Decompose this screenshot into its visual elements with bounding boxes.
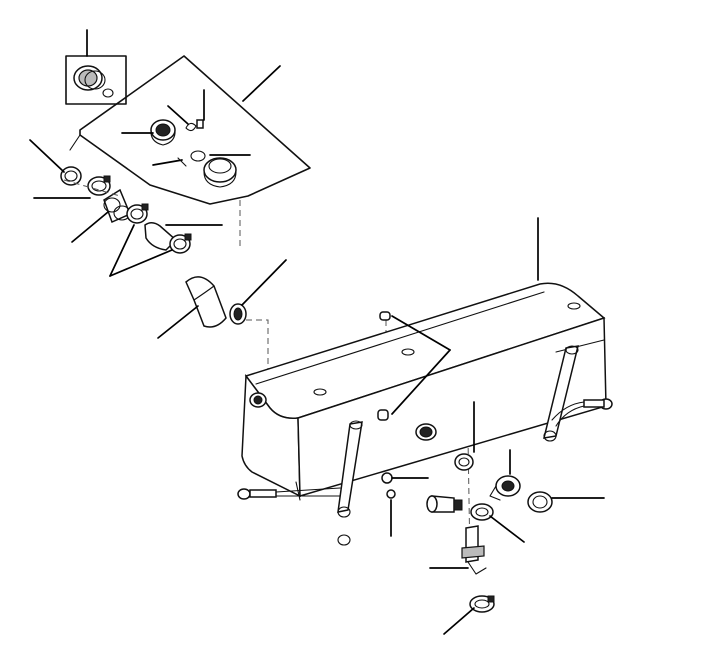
sender-seal — [454, 401, 475, 471]
fuel-tank — [241, 217, 607, 498]
fuel-pickup — [426, 495, 463, 513]
drain-tap — [429, 525, 487, 575]
strap-right — [543, 345, 579, 442]
leader-clamps-pair — [109, 224, 173, 277]
vent-grommets — [377, 311, 451, 421]
leader-hose-lower — [157, 305, 199, 339]
hose-clamp-2 — [126, 203, 149, 224]
leader-clamp-4 — [241, 259, 287, 306]
locking-ring — [527, 491, 605, 513]
strap-bolt-left — [237, 481, 341, 501]
seal-ring — [29, 139, 82, 186]
drain-plug — [381, 472, 429, 537]
hose-clip-bottom — [443, 595, 495, 635]
hose-clamp-3 — [169, 233, 192, 254]
leader-hose-short — [71, 211, 109, 243]
hose-elbow-lower — [157, 276, 227, 339]
leader-seal-ring — [29, 139, 65, 173]
filler-cap-inset — [65, 29, 127, 105]
leader-outlet-washer — [489, 515, 525, 543]
filler-neck — [121, 119, 176, 146]
leader-pin — [152, 159, 183, 166]
filler-neck-bracket — [69, 55, 311, 205]
leader-hose-clip — [443, 607, 475, 635]
outlet-washer — [470, 503, 525, 543]
leader-bracket — [242, 65, 281, 102]
clip-screw — [167, 89, 205, 132]
hose-clamp-4 — [229, 259, 287, 325]
strap-bolt-right — [551, 398, 613, 427]
gauge-sender-unit — [489, 449, 521, 501]
leader-screw — [167, 105, 189, 125]
strap-left — [337, 420, 363, 546]
hose-clamp-1 — [33, 175, 111, 199]
drain-cup — [152, 150, 251, 188]
